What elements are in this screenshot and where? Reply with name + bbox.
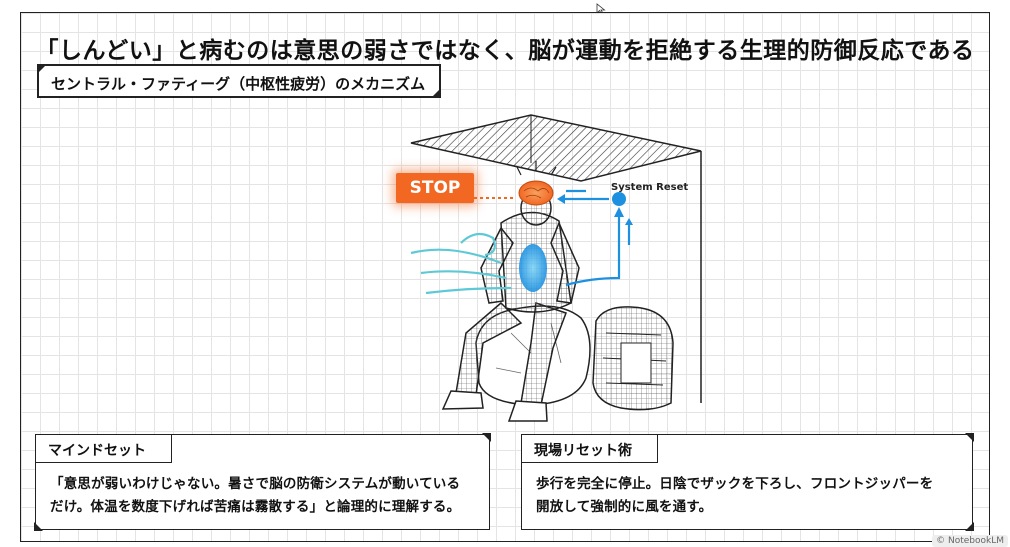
section-label: セントラル・ファティーグ（中枢性疲労）のメカニズム [37,64,442,98]
reset-card-body: 歩行を完全に停止。日陰でザックを下ろし、フロントジッパーを 開放して強制的に風を… [536,473,958,519]
shade-roof [410,114,702,182]
system-reset-node [612,192,626,206]
mindset-card-body: 「意思が弱いわけじゃない。暑さで脳の防衛システムが動いている だけ。体温を数度下… [50,473,475,519]
mindset-line-1: 「意思が弱いわけじゃない。暑さで脳の防衛システムが動いている [50,476,461,492]
stop-badge: STOP [396,173,474,203]
reset-line-2: 開放して強制的に風を通す。 [536,499,713,515]
corner-notch [34,522,43,531]
shade-wall [530,115,702,403]
mindset-card-heading: マインドセット [36,435,172,463]
hiker-figure [441,161,580,422]
wind-flow-lines [410,232,512,295]
page-title: 「しんどい」と病むのは意思の弱さではなく、脳が運動を拒絶する生理的防御反応である [35,38,975,64]
slide: 「しんどい」と病むのは意思の弱さではなく、脳が運動を拒絶する生理的防御反応である… [20,12,990,542]
mindset-card: マインドセット 「意思が弱いわけじゃない。暑さで脳の防衛システムが動いている だ… [34,433,491,531]
section-label-text: セントラル・ファティーグ（中枢性疲労）のメカニズム [51,75,426,93]
watermark: © NotebookLM [932,535,1008,547]
corner-notch [482,433,491,442]
corner-notch [965,522,974,531]
reset-line-1: 歩行を完全に停止。日陰でザックを下ろし、フロントジッパーを [536,476,934,492]
reset-card-heading: 現場リセット術 [522,435,658,463]
reset-card: 現場リセット術 歩行を完全に停止。日陰でザックを下ろし、フロントジッパーを 開放… [521,433,974,531]
system-reset-label: System Reset [611,182,689,193]
backpack [592,306,674,411]
corner-notch [965,433,974,442]
hiker-illustration [410,114,702,422]
mindset-line-2: だけ。体温を数度下げれば苦痛は霧散する」と論理的に理解する。 [50,499,461,515]
